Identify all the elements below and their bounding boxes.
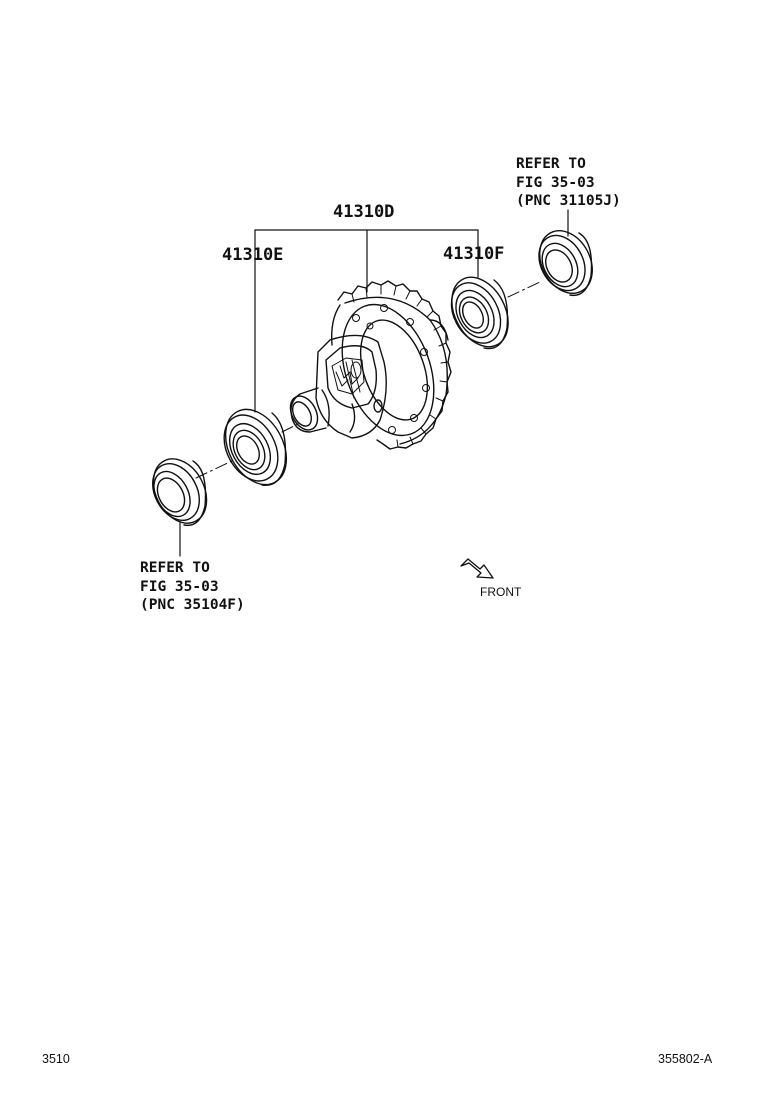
front-arrow-icon [460, 558, 494, 579]
callout-41310E: 41310E [222, 245, 284, 265]
left-oil-seal [152, 458, 208, 527]
callout-41310F: 41310F [443, 244, 505, 264]
refer-bottom-line3: (PNC 35104F) [140, 597, 245, 613]
left-bearing [223, 408, 288, 487]
callout-41310D: 41310D [333, 202, 395, 222]
center-axis [195, 281, 541, 479]
refer-top-line1: REFER TO [516, 156, 586, 172]
ring-gear-bolts [352, 304, 430, 434]
front-label: FRONT [480, 585, 522, 599]
figure-code: 355802-A [658, 1052, 713, 1066]
right-oil-seal [538, 230, 593, 297]
refer-top-line3: (PNC 31105J) [516, 193, 621, 209]
right-bearing [450, 276, 509, 350]
refer-top-line2: FIG 35-03 [516, 175, 595, 191]
page-number: 3510 [42, 1052, 70, 1066]
refer-bottom-line2: FIG 35-03 [140, 579, 219, 595]
differential-case [289, 280, 452, 450]
leader-lines [179, 209, 569, 557]
refer-bottom-line1: REFER TO [140, 560, 210, 576]
